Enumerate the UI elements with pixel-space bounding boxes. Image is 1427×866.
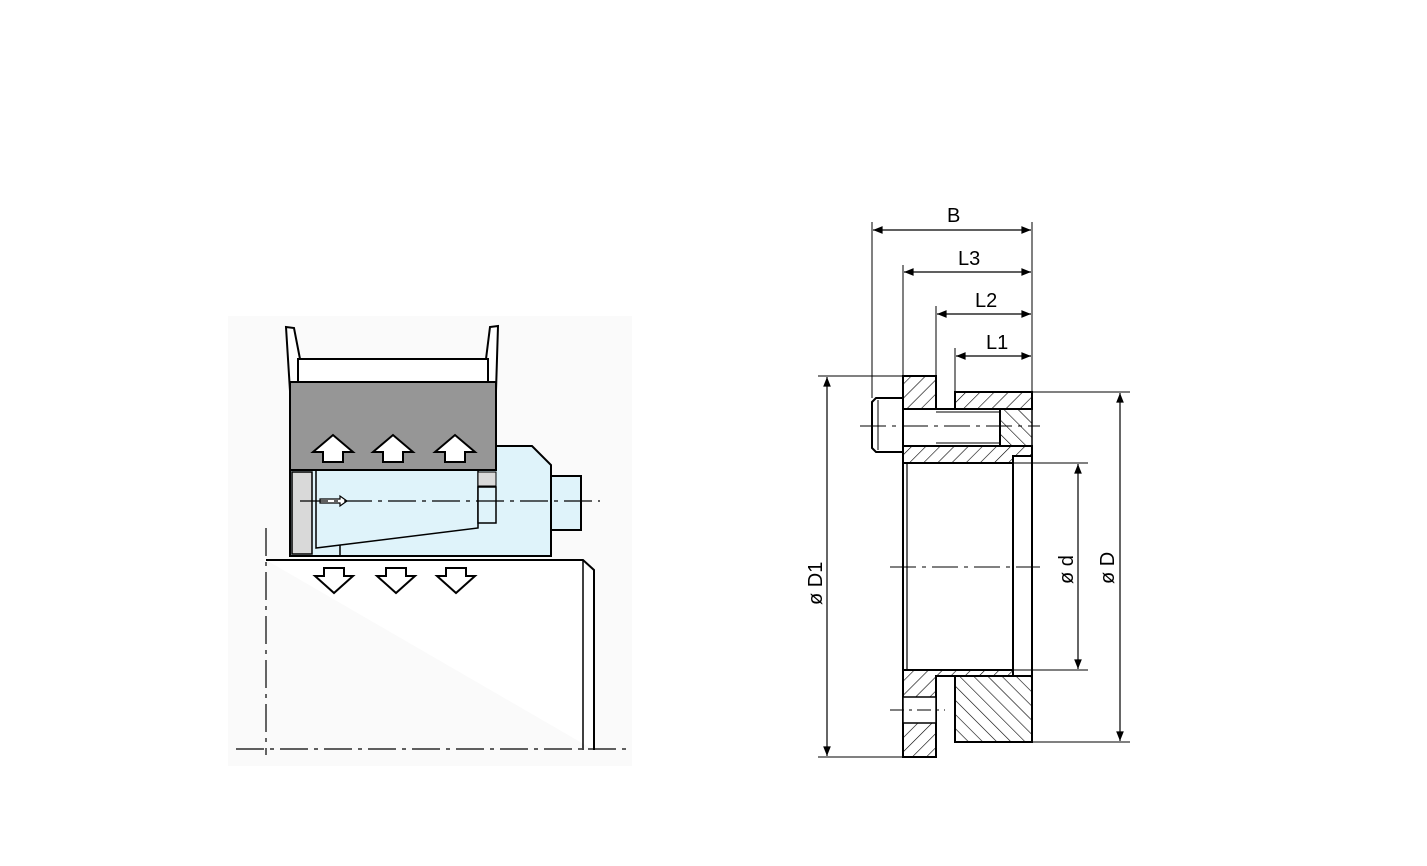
section-drawing: B L3 L2 L1 ø D1 ø d ø D [805,205,1130,758]
dim-label-l3: L3 [958,248,980,270]
screw-shank [902,408,1001,447]
shaft-body [266,559,595,750]
pressure-arrows-down [312,567,478,595]
pressure-arrows-up [310,433,478,463]
down-arrow [374,567,418,595]
dim-label-d1: ø D1 [805,562,827,605]
dim-label-b: B [947,205,960,227]
hub-top-bar [297,358,489,383]
up-arrow [370,433,416,463]
screw-head [871,397,904,453]
flange-bottom [902,669,1014,758]
inner-ring-gray [291,471,313,555]
down-arrow [434,567,478,595]
outer-ring-top [954,391,1033,410]
dim-label-l2: L2 [975,290,997,312]
function-illustration [228,316,632,766]
inner-ring-top [902,445,1033,464]
up-arrow [432,433,478,463]
screw-head-gray [477,471,497,487]
screw-thread-top [999,408,1033,447]
dim-label-l1: L1 [986,332,1008,354]
dim-label-d: ø d [1056,555,1078,584]
screw-head-small [477,486,497,524]
dim-label-D: ø D [1097,552,1119,584]
screw-head-right [550,475,582,531]
up-arrow [310,433,356,463]
outer-ring-bottom [954,675,1033,743]
displacement-arrow [319,494,349,508]
flange-top [902,375,937,410]
down-arrow [312,567,356,595]
